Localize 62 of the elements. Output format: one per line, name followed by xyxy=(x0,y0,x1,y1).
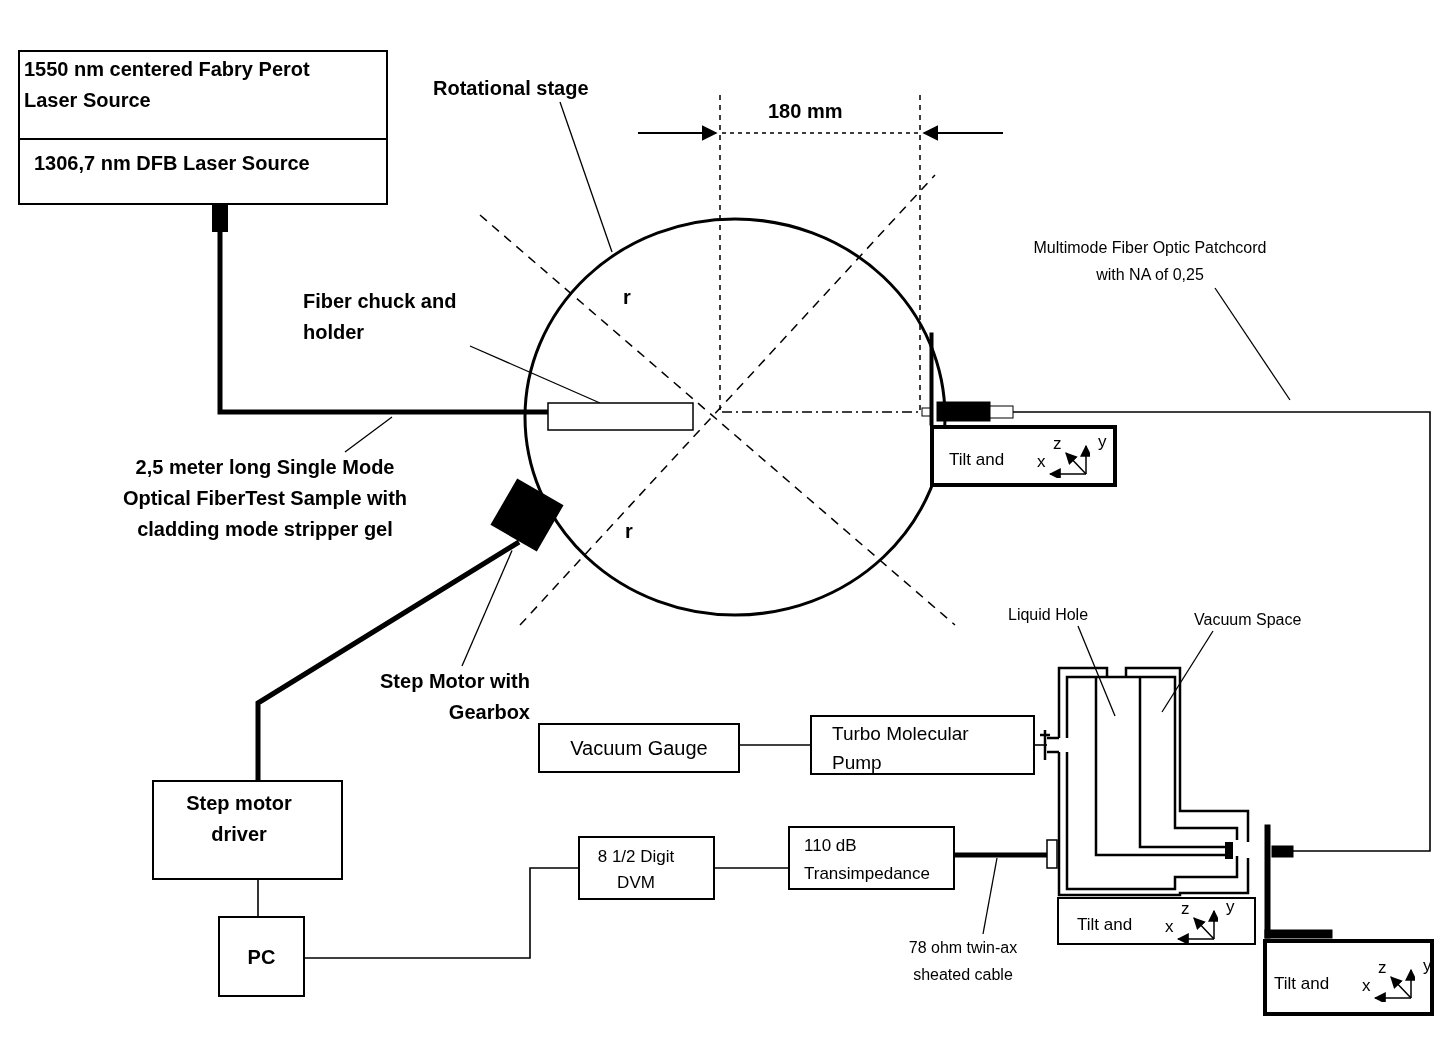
fiber-cable xyxy=(255,539,521,780)
radius-label: r xyxy=(623,286,631,309)
instrument-box xyxy=(18,138,388,205)
axis-label: y xyxy=(1098,432,1107,452)
connection-line xyxy=(257,879,259,917)
tilt-stage xyxy=(1263,939,1434,1016)
part-label: Multimode Fiber Optic Patchcord with NA of 0,25 xyxy=(1020,234,1280,288)
connection-line xyxy=(739,744,811,746)
stage-label: Tilt and xyxy=(1274,974,1330,994)
fiber-cable xyxy=(212,205,548,415)
fiber-cable xyxy=(955,852,1047,858)
instrument-box xyxy=(152,780,343,880)
stage-label: Tilt and xyxy=(1077,915,1133,935)
tilt-stage xyxy=(1057,897,1256,945)
instrument-box xyxy=(538,723,740,773)
part-label: Fiber chuck and holder xyxy=(303,286,508,348)
instrument-box xyxy=(218,916,305,997)
connection-line xyxy=(1012,411,1431,852)
box-label: 8 1/2 Digit DVM xyxy=(596,846,676,894)
axis-label: z xyxy=(1378,958,1387,978)
box-label: 1306,7 nm DFB Laser Source xyxy=(34,151,311,176)
part-label: Step Motor with Gearbox xyxy=(370,666,530,728)
part-label: 78 ohm twin-ax sheated cable xyxy=(888,934,1038,988)
dimension-label: 180 mm xyxy=(768,100,843,123)
box-label: PC xyxy=(246,945,277,970)
instrument-box xyxy=(810,715,1035,775)
leader-line xyxy=(1161,630,1214,713)
leader-line xyxy=(559,101,613,253)
axis-label: x xyxy=(1037,452,1046,472)
stage-label: Tilt and xyxy=(949,450,1005,470)
tilt-stage xyxy=(930,425,1117,487)
axis-label: x xyxy=(1165,917,1174,937)
instrument-box xyxy=(788,826,955,890)
box-label: Step motor driver xyxy=(185,791,293,847)
box-label: Vacuum Gauge xyxy=(569,736,709,760)
fiber-mount xyxy=(921,332,1014,426)
axis-label: y xyxy=(1226,897,1235,917)
box-label: Turbo Molecular Pump xyxy=(832,722,970,775)
leader-line xyxy=(982,857,998,935)
axis-label: z xyxy=(1181,899,1190,919)
instrument-box xyxy=(18,50,388,140)
axis-label: z xyxy=(1053,434,1062,454)
leader-line xyxy=(469,345,601,404)
part-label: 2,5 meter long Single Mode Optical FiberTest Sample with cladding mode stripper gel xyxy=(105,452,425,545)
axis-label: x xyxy=(1362,976,1371,996)
part-label: Rotational stage xyxy=(433,74,653,102)
connection-line xyxy=(304,867,579,959)
box-label: 1550 nm centered Fabry Perot Laser Source xyxy=(24,57,311,113)
leader-line xyxy=(1214,287,1291,401)
radius-label: r xyxy=(625,520,633,543)
dewar-drawing xyxy=(1040,666,1250,897)
leader-line xyxy=(461,549,513,667)
fiber-holder xyxy=(547,402,694,431)
part-label: Liquid Hole xyxy=(1008,604,1128,626)
box-label: 110 dB Transimpedance xyxy=(804,835,931,885)
connection-line xyxy=(1034,744,1048,746)
connection-line xyxy=(714,867,789,869)
instrument-box xyxy=(578,836,715,900)
leader-line xyxy=(1077,625,1116,717)
leader-line xyxy=(344,416,393,453)
detector-mount xyxy=(1264,824,1333,939)
part-label: Vacuum Space xyxy=(1194,609,1344,631)
